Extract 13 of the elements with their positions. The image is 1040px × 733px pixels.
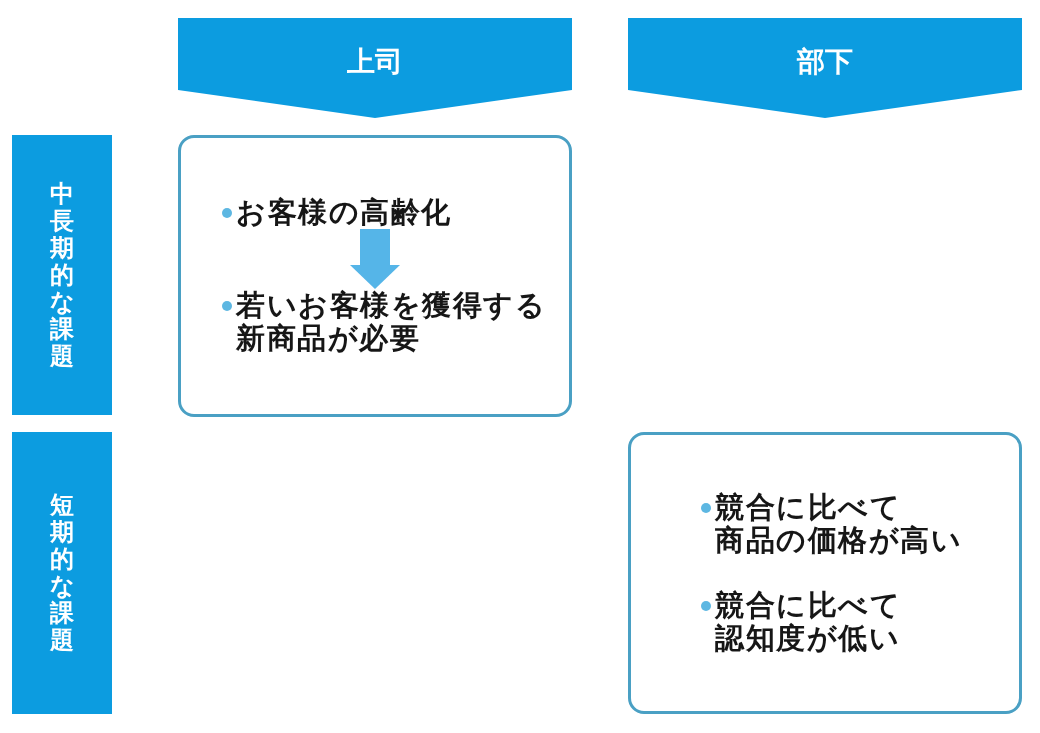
row-header: 中長期的な課題 — [49, 180, 75, 370]
column-header: 部下 — [797, 44, 853, 80]
down-arrow — [350, 229, 400, 289]
bullet-text: 若いお客様を獲得する新商品が必要 — [236, 289, 546, 355]
bullet-text: 競合に比べて商品の価格が高い — [715, 491, 962, 557]
row-header-band — [12, 432, 112, 714]
bullet-text: お客様の高齢化 — [236, 196, 452, 229]
bullet-text: 競合に比べて認知度が低い — [715, 589, 901, 655]
row-header-band — [12, 135, 112, 415]
column-header: 上司 — [347, 44, 403, 80]
row-header: 短期的な課題 — [49, 492, 75, 654]
rounded-panel — [628, 432, 1022, 714]
rounded-panel — [178, 135, 572, 417]
